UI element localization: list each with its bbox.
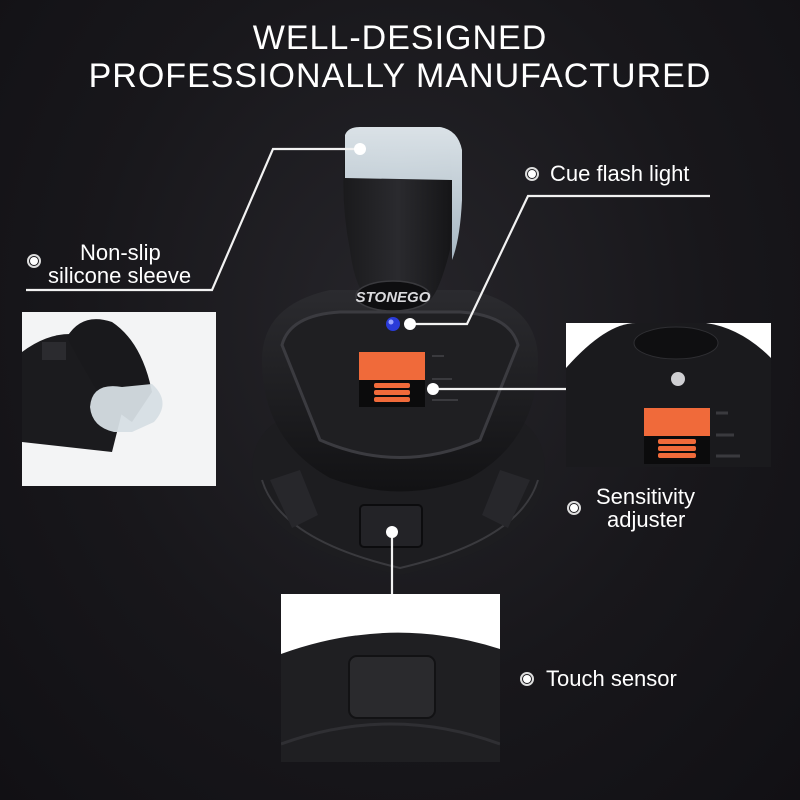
callout-cue-flash-light: Cue flash light <box>550 161 690 186</box>
callout-touch-sensor: Touch sensor <box>546 666 677 691</box>
radio-bullet-icon <box>525 167 539 181</box>
callout-non-slip-line2: silicone sleeve <box>48 263 192 288</box>
inset-silicone-sleeve-photo <box>22 312 216 486</box>
callout-sensitivity-line1: Sensitivity <box>596 484 696 509</box>
callout-non-slip-line1: Non-slip <box>80 240 161 265</box>
headline-line-2: PROFESSIONALLY MANUFACTURED <box>88 57 712 95</box>
radio-bullet-icon <box>520 672 534 686</box>
brand-logo: STONEGO <box>356 289 431 306</box>
headline-line-1: WELL-DESIGNED <box>252 19 548 57</box>
inset-touch-sensor-photo <box>281 594 500 762</box>
inset-sensitivity-adjuster-photo <box>566 323 771 467</box>
callout-sensitivity-line2: adjuster <box>607 507 686 532</box>
radio-bullet-icon <box>567 501 581 515</box>
radio-bullet-icon <box>27 254 41 268</box>
